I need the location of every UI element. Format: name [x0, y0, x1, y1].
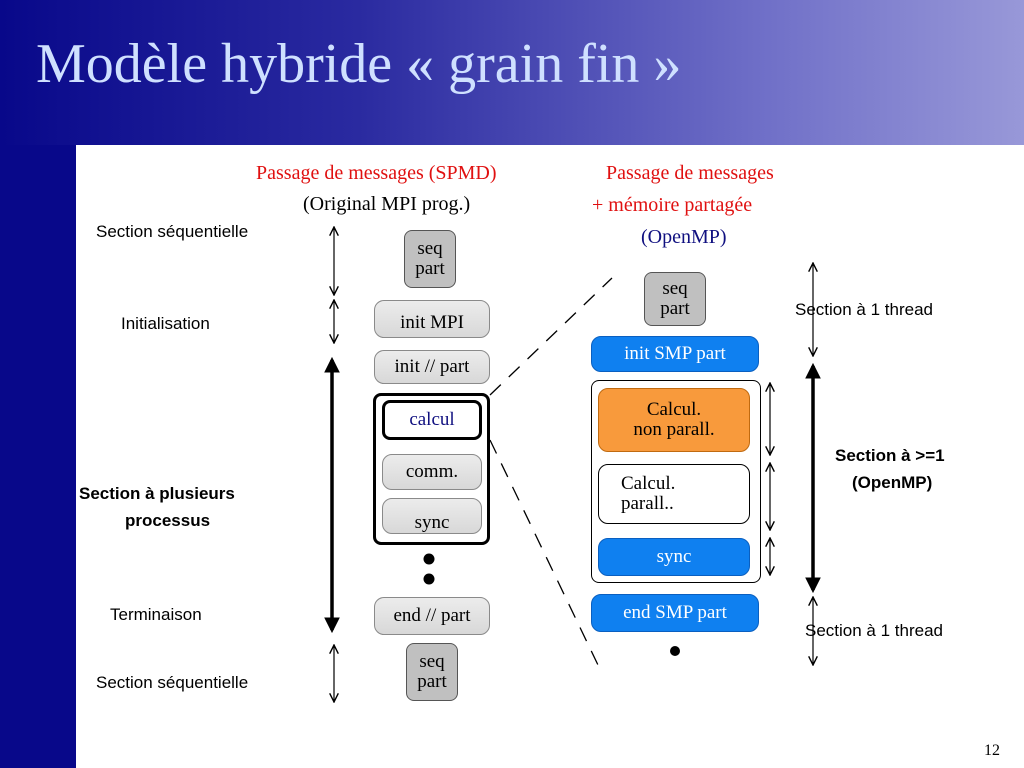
ellipsis-dot-1: [423, 553, 435, 565]
spmd-parallel-frame: [373, 393, 490, 545]
left-sidebar: [0, 145, 76, 768]
title-bar: [0, 0, 1024, 145]
spmd-header-line2: (Original MPI prog.): [303, 193, 471, 215]
label-init: Initialisation: [121, 314, 210, 333]
slide-title: Modèle hybride « grain fin »: [36, 33, 682, 95]
label-seq-bottom: Section séquentielle: [96, 673, 249, 692]
hybrid-seq-line2: part: [660, 298, 690, 319]
dashed-zoom-top: [489, 277, 613, 396]
hybrid-parallel-frame: [591, 380, 761, 583]
spmd-sync: sync: [382, 498, 482, 534]
spmd-seq-bottom-line1: seq: [419, 651, 445, 673]
hybrid-seq-line1: seq: [662, 278, 688, 300]
hybrid-calcul-par: Calcul. parall..: [598, 464, 750, 524]
hybrid-sync: sync: [598, 538, 750, 576]
hybrid-calcul-nonpar: Calcul. non parall.: [598, 388, 750, 452]
page-number: 12: [984, 742, 1000, 759]
label-seq-top: Section séquentielle: [96, 222, 249, 241]
ellipsis-dot-3: [670, 646, 680, 656]
label-one-thread-top: Section à 1 thread: [795, 300, 933, 319]
hybrid-init-smp: init SMP part: [591, 336, 759, 372]
label-multi-line1: Section à plusieurs: [79, 484, 235, 503]
spmd-seq-part-bottom: seq part: [406, 643, 458, 701]
hybrid-header-line2: + mémoire partagée: [592, 194, 753, 216]
hybrid-calcul-nonpar-line2: non parall.: [633, 419, 715, 440]
spmd-end-par: end // part: [374, 597, 490, 635]
spmd-seq-bottom-line2: part: [417, 671, 447, 692]
hybrid-calcul-par-line1: Calcul.: [621, 473, 676, 495]
label-one-thread-bottom: Section à 1 thread: [805, 621, 943, 640]
spmd-seq-top-line2: part: [415, 258, 445, 279]
spmd-init-mpi: init MPI: [374, 300, 490, 338]
hybrid-header-line3: (OpenMP): [641, 226, 727, 248]
label-openmp-line1: Section à >=1: [835, 446, 945, 465]
ellipsis-dot-2: [423, 573, 435, 585]
spmd-seq-top-line1: seq: [417, 238, 443, 260]
hybrid-calcul-par-line2: parall..: [621, 493, 674, 514]
hybrid-seq-part: seq part: [644, 272, 706, 326]
spmd-header-line1: Passage de messages (SPMD): [256, 162, 497, 184]
spmd-comm: comm.: [382, 454, 482, 490]
hybrid-calcul-nonpar-line1: Calcul.: [646, 399, 702, 421]
hybrid-header-line1: Passage de messages: [606, 162, 774, 184]
label-multi-line2: processus: [125, 511, 211, 530]
dashed-zoom-bottom: [489, 439, 599, 666]
spmd-calcul: calcul: [382, 400, 482, 440]
label-openmp-line2: (OpenMP): [852, 473, 933, 492]
spmd-seq-part-top: seq part: [404, 230, 456, 288]
label-term: Terminaison: [110, 605, 202, 624]
spmd-init-par: init // part: [374, 350, 490, 384]
hybrid-end-smp: end SMP part: [591, 594, 759, 632]
